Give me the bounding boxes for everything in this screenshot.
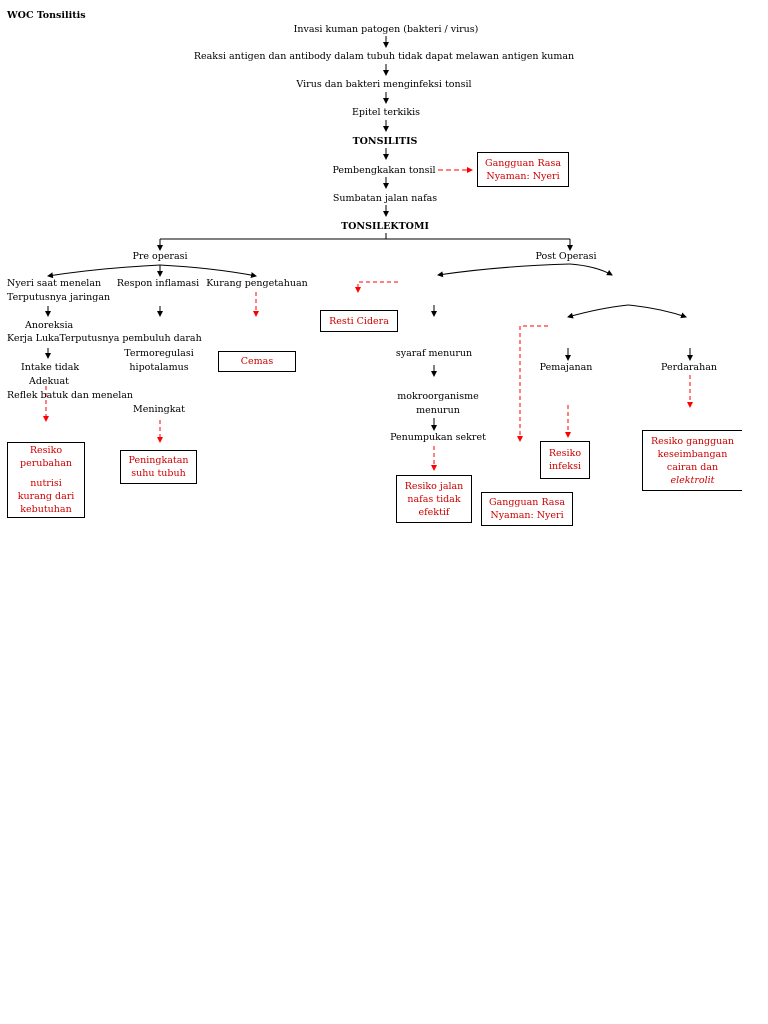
box-line: cairan dan [666, 461, 719, 473]
box-line: Nyaman: Nyeri [490, 510, 564, 521]
box-line: perubahan [19, 458, 72, 469]
diagnosis-box-peningkatan-suhu: Peningkatan suhu tubuh [120, 450, 197, 484]
node-virus: Virus dan bakteri menginfeksi tonsil [296, 79, 472, 90]
node-pemajanan: Pemajanan [539, 362, 593, 373]
node-perdarahan: Perdarahan [661, 362, 717, 373]
node-mokro-2: menurun [416, 405, 460, 416]
pre-arrows [45, 306, 163, 359]
node-pre-operasi: Pre operasi [132, 251, 188, 262]
node-kurang-pengetahuan: Kurang pengetahuan [206, 278, 308, 289]
box-line: elektrolit [670, 474, 715, 486]
box-line: Peningkatan [128, 455, 189, 466]
diagnosis-box-resti-cidera: Resti Cidera [320, 310, 398, 332]
box-line: Resiko [29, 445, 63, 456]
diagnosis-box-resiko-nutrisi: Resiko perubahan nutrisi kurang dari keb… [7, 442, 85, 518]
node-reaksi: Reaksi antigen dan antibody dalam tubuh … [193, 51, 575, 62]
box-line: nutrisi [30, 478, 62, 489]
box-line: Resti Cidera [329, 315, 389, 327]
node-meningkat: Meningkat [133, 404, 185, 415]
node-pembengkakan: Pembengkakan tonsil [332, 165, 436, 176]
node-kerja-luka: Kerja LukaTerputusnya pembuluh darah [7, 333, 202, 344]
diagnosis-box-nyeri-bottom: Gangguan Rasa Nyaman: Nyeri [481, 492, 573, 526]
node-adekuat: Adekuat [29, 376, 69, 387]
node-reflek: Reflek batuk dan menelan [7, 390, 134, 401]
box-line: kurang dari [17, 491, 75, 502]
node-mokro-1: mokroorganisme [397, 391, 479, 402]
box-line: Resiko [548, 448, 582, 459]
box-line: suhu tubuh [131, 468, 186, 479]
box-line: efektif [418, 506, 450, 518]
box-line: Nyaman: Nyeri [486, 170, 560, 182]
tonsilektomi-branch [157, 233, 573, 251]
post-dashed-arrows [355, 281, 693, 471]
node-penumpukan: Penumpukan sekret [390, 432, 486, 443]
box-line: kebutuhan [20, 504, 72, 515]
node-epitel: Epitel terkikis [352, 107, 420, 118]
post-branches [437, 263, 613, 278]
node-intake: Intake tidak [21, 362, 80, 373]
pre-dashed-arrows [43, 292, 259, 443]
node-hipotalamus: hipotalamus [129, 362, 189, 373]
box-line: Gangguan Rasa [488, 497, 566, 508]
post-arrows [431, 305, 693, 431]
node-respon: Respon inflamasi [116, 278, 200, 289]
node-tonsilitis: TONSILITIS [352, 136, 418, 147]
pre-branches [47, 264, 257, 279]
box-line: infeksi [549, 461, 581, 472]
node-termoregulasi: Termoregulasi [124, 348, 194, 359]
diagram-title: WOC Tonsilitis [7, 10, 86, 21]
node-invasi: Invasi kuman patogen (bakteri / virus) [293, 24, 479, 35]
pemajanan-split [567, 304, 687, 319]
box-line: nafas tidak [407, 493, 461, 505]
diagnosis-box-nyeri-top: Gangguan Rasa Nyaman: Nyeri [477, 152, 569, 187]
box-line: Cemas [240, 356, 274, 367]
node-syaraf: syaraf menurun [395, 348, 473, 359]
node-anoreksia: Anoreksia [25, 320, 74, 331]
node-nyeri-menelan: Nyeri saat menelan [7, 278, 102, 289]
node-post-operasi: Post Operasi [535, 251, 597, 262]
diagnosis-box-cemas: Cemas [218, 351, 296, 372]
diagnosis-box-keseimbangan-cairan: Resiko gangguan keseimbangan cairan dan … [642, 430, 742, 491]
box-line: keseimbangan [657, 448, 728, 460]
box-line: Resiko gangguan [650, 435, 735, 447]
node-terputus-jaringan: Terputusnya jaringan [7, 292, 111, 303]
diagnosis-box-jalan-nafas: Resiko jalan nafas tidak efektif [396, 475, 472, 523]
box-line: Resiko jalan [404, 480, 464, 492]
box-line: Gangguan Rasa [484, 157, 562, 169]
node-sumbatan: Sumbatan jalan nafas [332, 193, 438, 204]
diagnosis-box-resiko-infeksi: Resiko infeksi [540, 441, 590, 479]
node-tonsilektomi: TONSILEKTOMI [341, 221, 429, 232]
